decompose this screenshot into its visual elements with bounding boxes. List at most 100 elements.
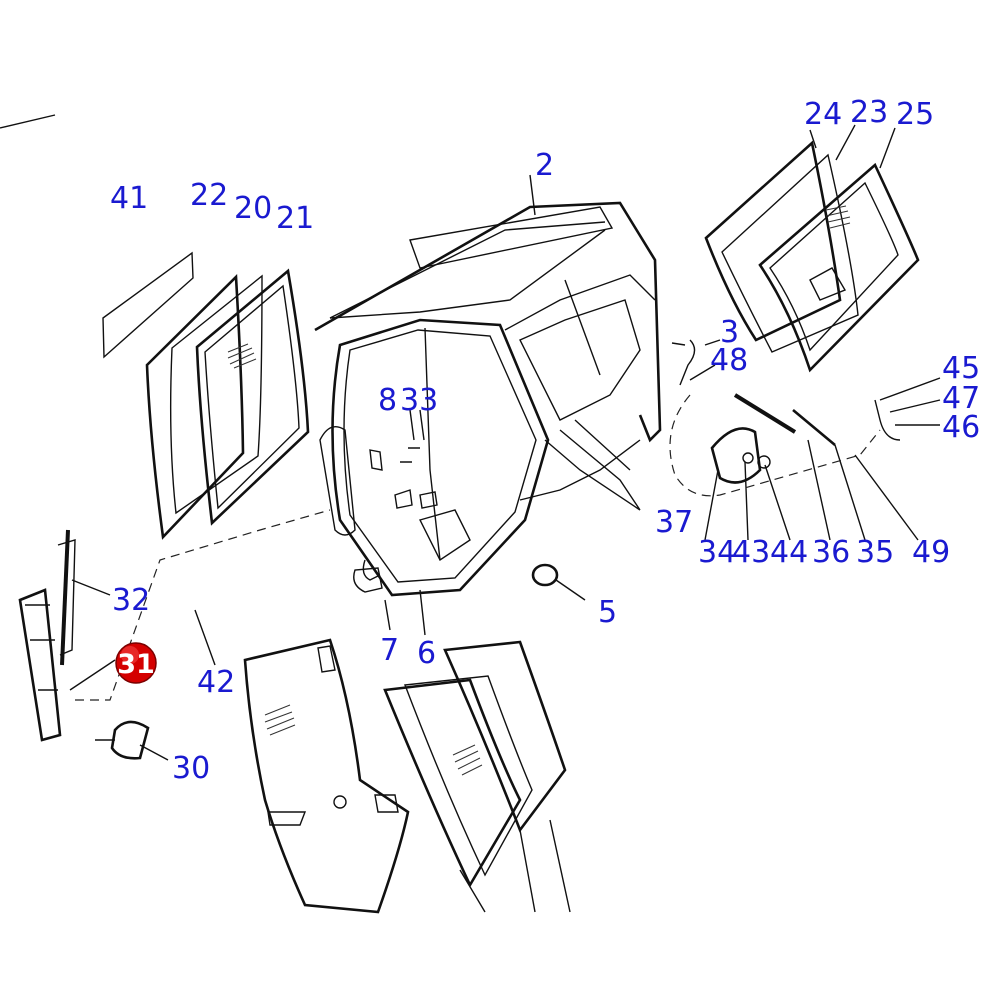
label-3: 3 — [720, 315, 739, 350]
part-21-hatch — [227, 343, 257, 369]
door-glass-rear — [443, 640, 567, 833]
door-handles — [267, 794, 399, 826]
cab-step — [353, 567, 383, 593]
label-24: 24 — [804, 97, 842, 132]
cab-front-frame-inner — [343, 329, 537, 583]
part-36-blade — [733, 393, 797, 434]
label-25: 25 — [896, 97, 934, 132]
label-42: 42 — [197, 665, 235, 700]
label-20: 20 — [234, 191, 272, 226]
part-5 — [531, 563, 586, 601]
part-21-inner — [204, 284, 300, 510]
label-6: 6 — [417, 636, 436, 671]
leaders-45-47-46 — [879, 377, 941, 426]
part-35-arm — [792, 409, 836, 446]
leaders-34-49 — [704, 439, 919, 541]
label-34: 34 — [698, 535, 736, 570]
label-32: 32 — [112, 583, 150, 618]
left-glass-stack — [102, 251, 310, 540]
cab-front-frame-outer — [331, 318, 550, 597]
label-49: 49 — [912, 535, 950, 570]
part-41-strip — [102, 251, 194, 359]
cab-roof-lower — [329, 229, 606, 319]
leader-8-33 — [409, 409, 425, 441]
label-33: 33 — [400, 383, 438, 418]
part-7-seal — [362, 559, 381, 581]
parts-3-48 — [671, 339, 721, 386]
label-36: 36 — [812, 535, 850, 570]
corner-stroke — [0, 114, 56, 129]
cab-body — [314, 174, 662, 636]
label-31: 31 — [117, 649, 155, 680]
cab-floor-vent — [418, 509, 471, 562]
label-23: 23 — [850, 95, 888, 130]
leader-7-6 — [384, 589, 426, 636]
label-46: 46 — [942, 410, 980, 445]
leader-32 — [71, 579, 111, 596]
door-panel — [243, 638, 410, 914]
cab-side-window-top — [504, 274, 656, 331]
part-22-seal — [145, 274, 245, 540]
part-20-glass — [169, 274, 263, 515]
label-7: 7 — [380, 633, 399, 668]
highlight-badge-31-shine — [121, 646, 139, 664]
label-45: 45 — [942, 351, 980, 386]
right-wiper-assembly — [669, 377, 941, 541]
part-25-latch — [809, 267, 847, 301]
door-lower-lines — [459, 819, 571, 913]
part-31-detail — [25, 604, 58, 691]
cab-brackets — [369, 449, 438, 509]
door-glass-seal — [404, 675, 533, 877]
label-21: 21 — [276, 201, 314, 236]
door-lock — [333, 795, 347, 809]
part-31-arm — [18, 588, 62, 742]
dashed-harness-left — [75, 509, 331, 701]
cab-roof-outline — [314, 201, 662, 443]
door-hinge-top — [317, 645, 336, 673]
label-8: 8 — [378, 383, 397, 418]
part-8-parts — [400, 447, 420, 463]
part-5-shape — [531, 563, 559, 587]
part-23-seal — [721, 153, 859, 353]
dashed-harness-right — [669, 394, 881, 497]
label-48: 48 — [710, 343, 748, 378]
door-assembly — [243, 638, 571, 914]
cab-side-pillar — [564, 279, 601, 376]
label-5: 5 — [598, 595, 617, 630]
leader-5 — [555, 579, 586, 601]
cab-side-window — [519, 299, 641, 421]
part-43 — [742, 452, 754, 464]
label-47: 47 — [942, 381, 980, 416]
leaders-3-48 — [689, 339, 721, 381]
cab-roof-edge — [329, 221, 606, 319]
part-25-inner — [769, 181, 899, 352]
highlight-badge-31 — [115, 642, 157, 684]
cab-roof-top — [409, 206, 614, 269]
label-2: 2 — [535, 148, 554, 183]
cab-floor-edge — [519, 439, 641, 501]
part-21-glass — [195, 268, 310, 526]
part-25-glass — [758, 162, 920, 373]
part-labels: 2 3 48 5 6 7 8 33 41 22 20 21 24 23 25 4… — [110, 95, 980, 786]
leaders-24-23-25 — [809, 124, 896, 169]
left-wiper-assembly — [18, 509, 331, 761]
label-30: 30 — [172, 751, 210, 786]
label-43: 43 — [732, 535, 770, 570]
part-34-motor — [710, 427, 762, 484]
label-35: 35 — [856, 535, 894, 570]
part-30-motor — [110, 720, 150, 760]
label-44: 44 — [770, 535, 808, 570]
label-41: 41 — [110, 181, 148, 216]
part-25-hatch — [825, 205, 851, 229]
cab-leader-37 — [544, 419, 641, 511]
label-22: 22 — [190, 178, 228, 213]
door-glass-hatch — [452, 744, 483, 776]
part-3 — [671, 339, 696, 386]
part-32-frame — [57, 539, 76, 656]
part-32-blade — [60, 529, 70, 666]
part-24-glass — [704, 140, 842, 342]
leader-42 — [194, 609, 216, 666]
cab-front-pillar — [424, 327, 441, 561]
door-glass-outer — [383, 678, 522, 888]
